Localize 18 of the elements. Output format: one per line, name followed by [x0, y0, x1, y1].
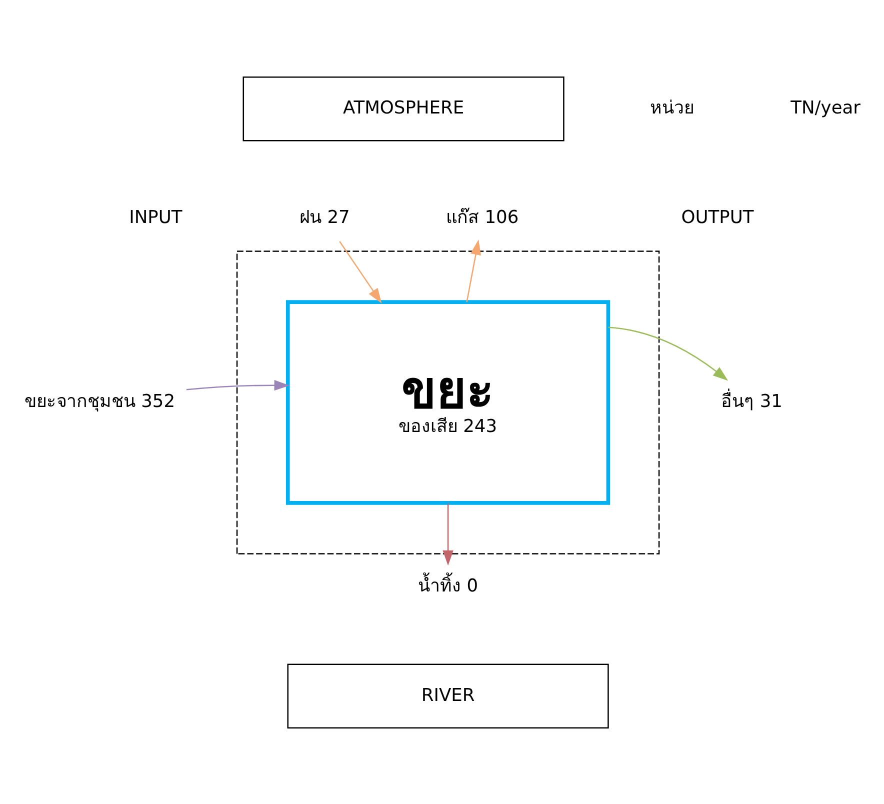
label: INPUT [129, 206, 182, 228]
label: OUTPUT [681, 206, 754, 228]
arrow [186, 380, 290, 390]
arrow [466, 239, 481, 302]
node-box: ขยะ ของเสีย 243 [286, 300, 610, 504]
node-text: แก๊ส 106 [446, 206, 519, 228]
node-box: RIVER [287, 663, 609, 728]
node-text: ขยะจากชุมชน 352 [24, 390, 176, 412]
label: หน่วย [650, 97, 694, 118]
node-text: อื่นๆ 31 [721, 390, 782, 412]
arrow [339, 240, 382, 304]
arrow [608, 326, 728, 380]
node-box: ATMOSPHERE [242, 76, 564, 141]
node-text: ฝน 27 [300, 206, 350, 228]
label: TN/year [790, 97, 860, 118]
node-text: น้ำทิ้ง 0 [418, 575, 478, 596]
arrow [442, 502, 454, 566]
cluster [236, 250, 660, 554]
